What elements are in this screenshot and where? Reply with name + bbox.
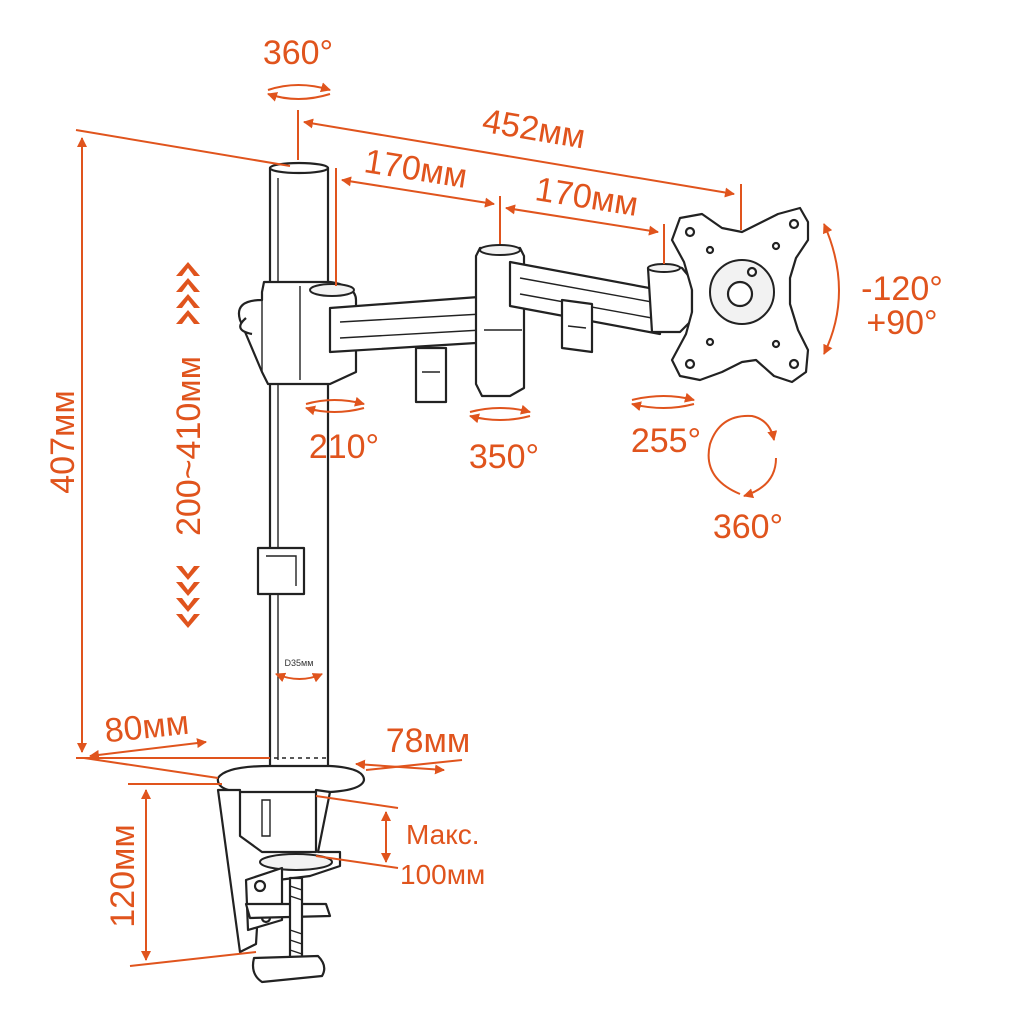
dimensions: 360° 452мм 170мм 170мм -120° +90° 407мм [44, 34, 943, 967]
arm-2 [508, 260, 662, 336]
joint3-swivel-label: 255° [631, 422, 701, 460]
base-front-line [89, 738, 207, 760]
arm1-length-line [341, 176, 495, 208]
joint2-swivel-arrow [469, 404, 531, 415]
pole-rotation-arrow [267, 82, 331, 93]
arm2-length-label: 170мм [533, 170, 641, 224]
joint1-swivel-arrow [305, 396, 365, 407]
head-rotation-arrow [707, 414, 778, 495]
arm1-length-label: 170мм [362, 142, 470, 196]
tilt-top-label: -120° [861, 270, 943, 308]
base-front-label: 80мм [103, 704, 191, 751]
base-plate [216, 764, 366, 794]
pole-rotation-label: 360° [263, 34, 333, 72]
clamp-height-label: 120мм [104, 824, 142, 927]
tilt-arrow [823, 223, 840, 355]
head-joint [646, 263, 694, 334]
clamp-top-pad [259, 853, 333, 871]
pole [268, 166, 330, 770]
base-back-label: 78мм [386, 722, 471, 760]
max-desk-label-1: Макс. [406, 819, 480, 850]
height-adjust-label: 200~410мм [170, 356, 208, 536]
clamp-screw [288, 876, 304, 964]
arm2-length-line [505, 204, 659, 236]
pole-diameter-label: D35мм [285, 658, 314, 668]
joint2-swivel-label: 350° [469, 438, 539, 476]
pole-diameter-arrow [275, 672, 323, 683]
joint3-swivel-arrow [631, 392, 695, 403]
head-rotation-label: 360° [713, 508, 783, 546]
tilt-bottom-label: +90° [866, 304, 937, 342]
total-reach-label: 452мм [480, 102, 588, 157]
total-height-label: 407мм [44, 390, 82, 493]
clamp-knob [251, 954, 326, 984]
max-desk-label-2: 100мм [400, 859, 485, 890]
cable-clip [256, 546, 306, 596]
monitor-arm-drawing [216, 161, 810, 984]
height-adjust-chevrons [176, 262, 200, 628]
arm2-cable-clip [560, 298, 594, 354]
arm1-cable-clip [414, 346, 448, 404]
clamp-jaw [244, 902, 332, 920]
joint1-swivel-label: 210° [309, 428, 379, 466]
total-reach-line [303, 118, 735, 198]
